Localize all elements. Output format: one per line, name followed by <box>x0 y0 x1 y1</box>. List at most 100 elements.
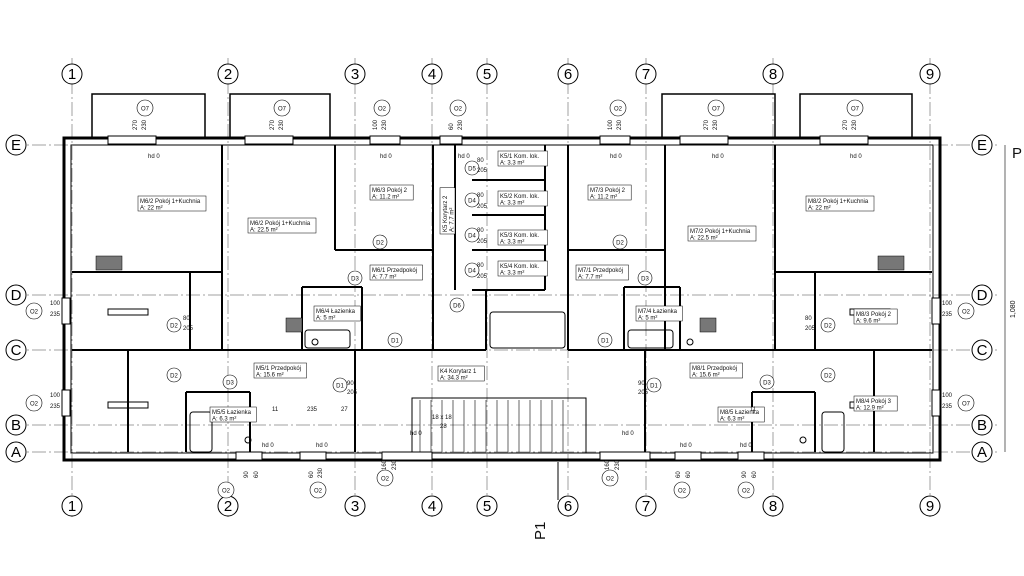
door-tag: D4 <box>464 192 480 208</box>
door-tag: D2 <box>372 234 388 250</box>
dimension-text: hd 0 <box>262 443 274 449</box>
dimension-text: 160 <box>382 459 388 470</box>
room-area: A: 6.3 m² <box>720 417 744 423</box>
dimension-text: hd 0 <box>610 154 622 160</box>
dimension-text: 235 <box>50 404 61 410</box>
axis-label: 1 <box>68 66 76 83</box>
axis-marker-B-right: B <box>971 414 993 436</box>
dimension-text: 60 <box>449 123 455 130</box>
stove-icon-1 <box>95 255 123 271</box>
window-tag: O7 <box>707 99 725 117</box>
axis-label: B <box>977 417 987 434</box>
dimension-text: 230 <box>392 459 398 470</box>
dimension-text: 90 <box>347 381 354 387</box>
window-tag-text: O2 <box>678 489 687 495</box>
axis-label: 6 <box>564 66 572 83</box>
dimension-text: hd 0 <box>850 154 862 160</box>
door-tag-text: D2 <box>170 374 178 380</box>
door-tag-text: D4 <box>468 269 476 275</box>
axis-label: A <box>977 444 987 461</box>
room-label: M6/3 Pokój 2A: 11.2 m² <box>369 184 414 201</box>
dimension-text: 230 <box>458 119 464 130</box>
axis-label: C <box>11 342 22 359</box>
door-tag-text: D1 <box>601 339 609 345</box>
axis-label: 3 <box>351 498 359 515</box>
door-tag: D2 <box>820 367 836 383</box>
door-tag: D5 <box>464 160 480 176</box>
axis-marker-5-bottom: 5 <box>476 495 498 517</box>
room-area: A: 11.2 m² <box>590 195 617 201</box>
axis-label: C <box>977 342 988 359</box>
axis-label: 1 <box>68 498 76 515</box>
dimension-text: 80 <box>477 193 484 199</box>
room-area: A: 15.6 m² <box>256 373 284 379</box>
dimension-text: hd 0 <box>410 431 422 437</box>
bathtub-m5 <box>189 411 213 453</box>
door-tag-text: D3 <box>351 277 359 283</box>
room-area: A: 15.6 m² <box>692 373 720 379</box>
axis-label: 8 <box>769 66 777 83</box>
axis-marker-6-bottom: 6 <box>557 495 579 517</box>
room-name: M8/1 Przedpokój <box>692 366 737 372</box>
axis-marker-7-top: 7 <box>635 63 657 85</box>
axis-marker-3-bottom: 3 <box>344 495 366 517</box>
dimension-text: hd 0 <box>148 154 160 160</box>
window-tag: O7 <box>273 99 291 117</box>
door-tag: D2 <box>612 234 628 250</box>
axis-marker-2-bottom: 2 <box>217 495 239 517</box>
room-area: A: 6.3 m² <box>212 417 236 423</box>
room-area: A: 9.6 m² <box>856 319 880 325</box>
dimension-text: 205 <box>477 168 488 174</box>
dimension-text: hd 0 <box>622 431 634 437</box>
axis-marker-E-left: E <box>5 134 27 156</box>
dimension-text: 80 <box>183 316 190 322</box>
axis-label: 5 <box>483 66 491 83</box>
dimension-text: 90 <box>244 471 250 478</box>
dimension-text: 100 <box>608 119 614 130</box>
room-area: A: 3.3 m² <box>500 271 524 277</box>
axis-label: A <box>11 444 21 461</box>
window-tag: O2 <box>373 99 391 117</box>
dimension-text: 11 <box>272 407 279 413</box>
axis-marker-2-top: 2 <box>217 63 239 85</box>
room-name: M6/2 Pokój 1+Kuchnia <box>140 199 201 205</box>
dimension-text: 60 <box>676 471 682 478</box>
room-name: M7/2 Pokój 1+Kuchnia <box>690 229 751 235</box>
window-tag-text: O7 <box>278 107 287 113</box>
room-area: A: 7.7 m² <box>450 208 456 232</box>
door-tag: D3 <box>759 374 775 390</box>
door-tag: D4 <box>464 227 480 243</box>
door-tag: D2 <box>166 317 182 333</box>
dimension-text: hd 0 <box>680 443 692 449</box>
axis-marker-E-right: E <box>971 134 993 156</box>
room-label: K5/1 Kom. lok.A: 3.3 m² <box>497 150 548 167</box>
dimension-text: 270 <box>133 119 139 130</box>
room-label: K5/2 Kom. lok.A: 3.3 m² <box>497 190 548 207</box>
dimension-text: 235 <box>50 312 61 318</box>
staircase <box>411 397 587 454</box>
room-name: M6/3 Pokój 2 <box>372 188 408 194</box>
dimension-text: 205 <box>477 204 488 210</box>
window-tag-text: O2 <box>222 489 231 495</box>
dimension-text: 80 <box>477 263 484 269</box>
room-name: M5/5 Łazienka <box>212 410 252 416</box>
room-name: M8/4 Pokój 3 <box>856 399 892 405</box>
door-tag-text: D4 <box>468 234 476 240</box>
bed-1 <box>107 308 149 316</box>
door-tag-text: D3 <box>226 381 234 387</box>
window-tag-text: O7 <box>141 107 150 113</box>
window-tag-text: O2 <box>381 477 390 483</box>
room-name: M8/3 Pokój 2 <box>856 312 892 318</box>
door-tag-text: D2 <box>824 374 832 380</box>
axis-marker-3-top: 3 <box>344 63 366 85</box>
window-tag: O7 <box>846 99 864 117</box>
room-area: A: 3.3 m² <box>500 201 524 207</box>
axis-marker-7-bottom: 7 <box>635 495 657 517</box>
dimension-text: hd 0 <box>316 443 328 449</box>
door-tag-text: D1 <box>391 339 399 345</box>
door-tag: D3 <box>222 374 238 390</box>
